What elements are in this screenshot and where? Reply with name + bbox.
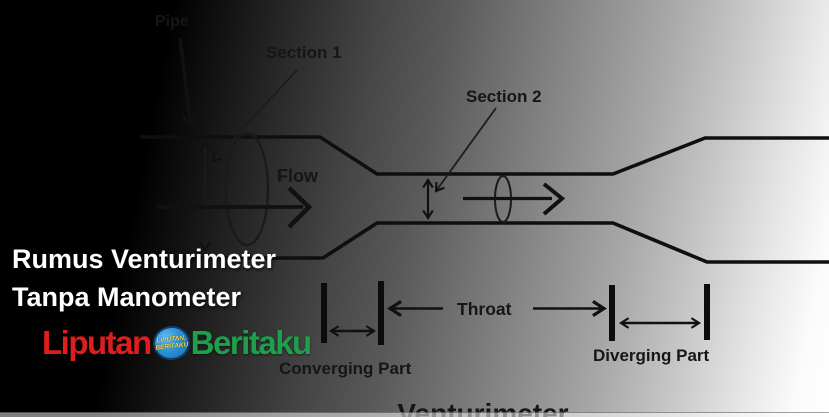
headline: Rumus Venturimeter Tanpa Manometer bbox=[12, 240, 276, 316]
logo-word-beritaku: Beritaku bbox=[190, 324, 313, 361]
pipe-outline-bottom bbox=[140, 221, 829, 264]
pipe-outline-top bbox=[140, 135, 829, 176]
logo-badge-icon: LIPUTAN, BERITAKU bbox=[150, 324, 192, 362]
headline-line2: Tanpa Manometer bbox=[12, 282, 242, 312]
headline-line1: Rumus Venturimeter bbox=[12, 244, 277, 274]
logo-word-liputan: Liputan bbox=[42, 324, 152, 361]
throat-flow-arrow-head bbox=[542, 182, 566, 216]
section2-leader-line bbox=[434, 107, 497, 193]
throat-label: Throat bbox=[457, 299, 512, 319]
section2-label: Section 2 bbox=[466, 87, 542, 106]
flow-arrow-head bbox=[287, 186, 313, 229]
converging-part-label: Converging Part bbox=[279, 359, 412, 378]
bottom-edge-strip bbox=[0, 412, 829, 417]
section1-ellipse bbox=[224, 131, 270, 247]
pipe-pointer-arrow bbox=[178, 37, 199, 129]
section1-label: Section 1 bbox=[266, 43, 342, 62]
diverging-part-label: Diverging Part bbox=[593, 346, 710, 365]
site-logo: Liputan LIPUTAN, BERITAKU Beritaku bbox=[42, 324, 313, 362]
pipe-label: Pipe bbox=[155, 13, 189, 30]
flow-label: Flow bbox=[277, 166, 319, 186]
section1-leader-line bbox=[211, 69, 298, 163]
